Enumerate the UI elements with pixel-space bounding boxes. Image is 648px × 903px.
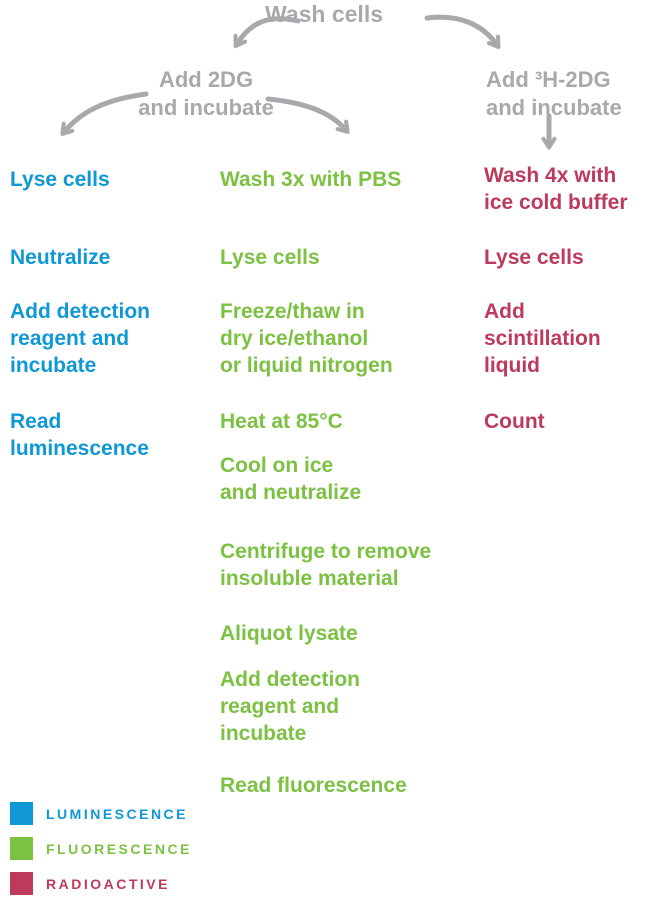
flow-left-branch-label: Add 2DG and incubate xyxy=(138,67,274,120)
fluorescence-step: Add detection reagent and incubate xyxy=(220,668,360,745)
fluorescence-step: Heat at 85°C xyxy=(220,410,343,433)
fluorescence-step: Read fluorescence xyxy=(220,774,407,797)
luminescence-step: Add detection reagent and incubate xyxy=(10,300,150,377)
fluorescence-step: Cool on ice and neutralize xyxy=(220,454,362,504)
legend-item-luminescence: LUMINESCENCE xyxy=(10,802,192,825)
luminescence-step: Neutralize xyxy=(10,246,111,269)
radioactive-swatch-icon xyxy=(10,872,33,895)
luminescence-swatch-icon xyxy=(10,802,33,825)
legend: LUMINESCENCE FLUORESCENCE RADIOACTIVE xyxy=(10,802,192,903)
fluorescence-step: Freeze/thaw in dry ice/ethanol or liquid… xyxy=(220,300,393,377)
legend-label: FLUORESCENCE xyxy=(46,840,192,857)
legend-label: LUMINESCENCE xyxy=(46,805,189,822)
legend-item-radioactive: RADIOACTIVE xyxy=(10,872,192,895)
fluorescence-step: Centrifuge to remove insoluble material xyxy=(220,540,432,590)
radioactive-step: Count xyxy=(484,410,545,433)
fluorescence-step: Wash 3x with PBS xyxy=(220,168,402,191)
fluorescence-step: Lyse cells xyxy=(220,246,320,269)
flow-root-label: Wash cells xyxy=(264,1,384,27)
fluorescence-step: Aliquot lysate xyxy=(220,622,358,645)
radioactive-step: Wash 4x with ice cold buffer xyxy=(484,164,628,214)
luminescence-step: Read luminescence xyxy=(10,410,149,460)
flow-right-branch-label: Add ³H-2DG and incubate xyxy=(486,67,622,120)
radioactive-step: Lyse cells xyxy=(484,246,584,269)
luminescence-step: Lyse cells xyxy=(10,168,110,191)
legend-item-fluorescence: FLUORESCENCE xyxy=(10,837,192,860)
fluorescence-swatch-icon xyxy=(10,837,33,860)
legend-label: RADIOACTIVE xyxy=(46,875,170,892)
radioactive-step: Add scintillation liquid xyxy=(484,300,601,377)
